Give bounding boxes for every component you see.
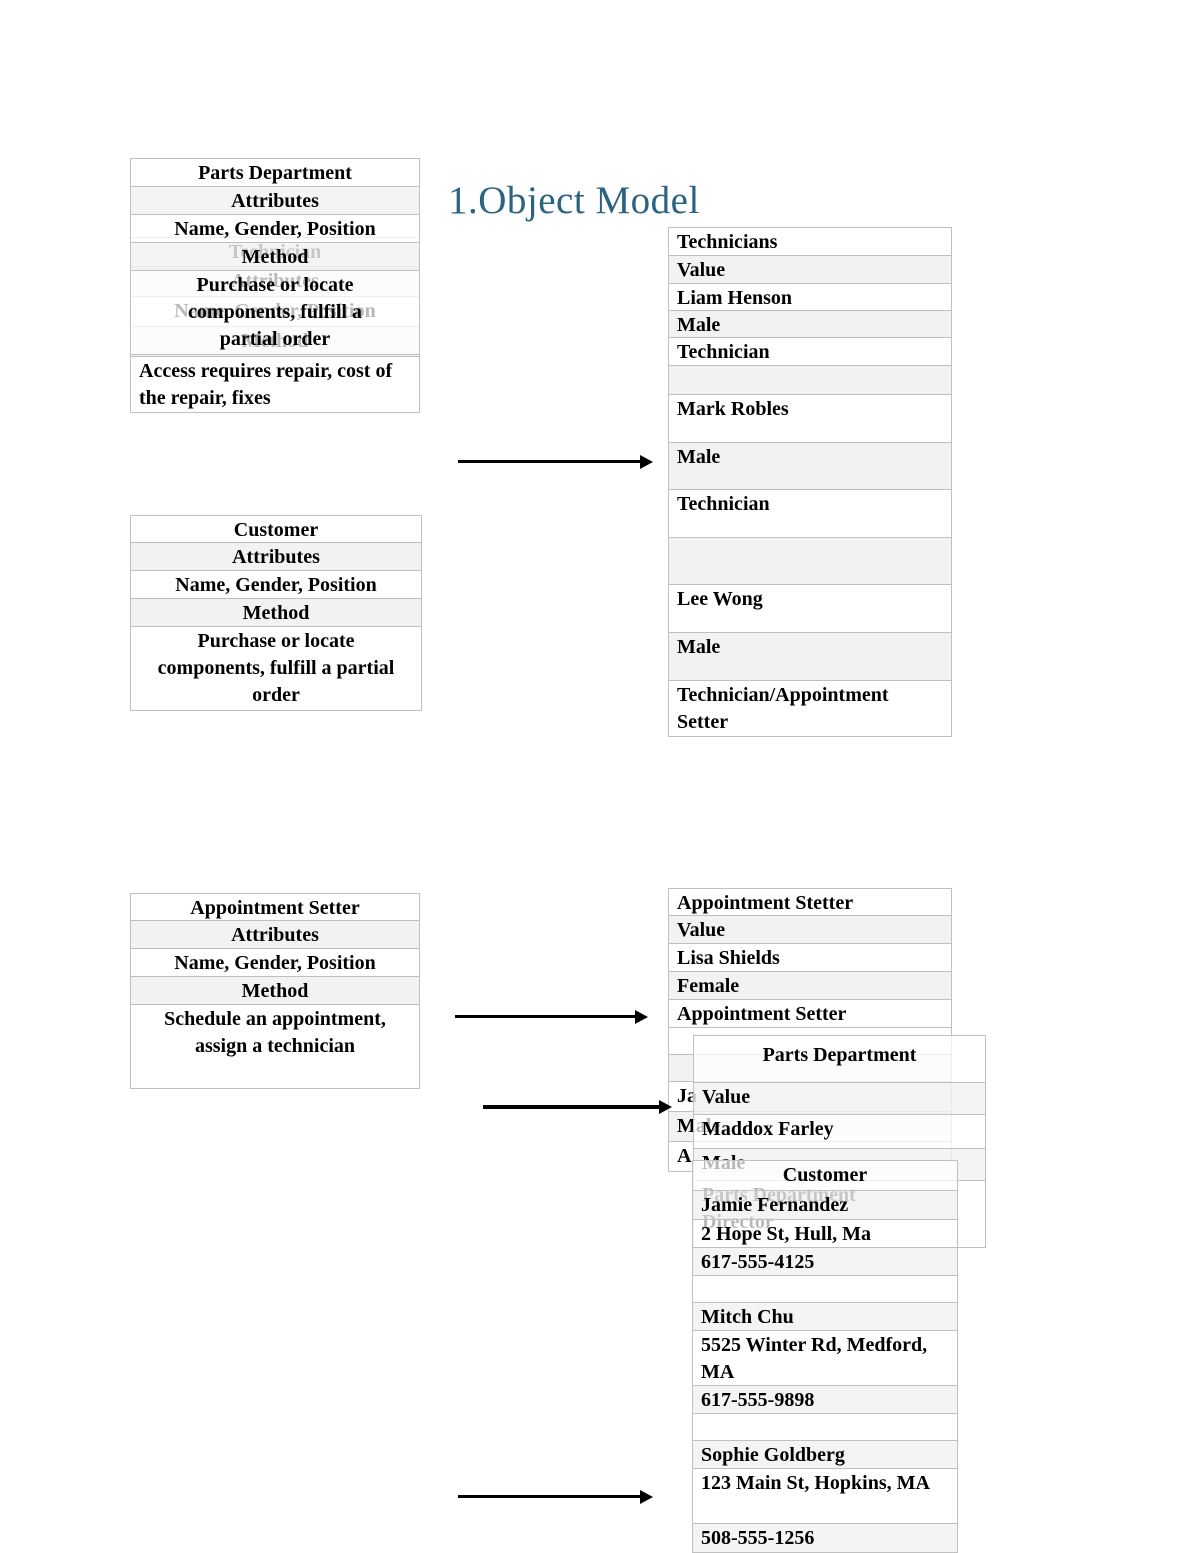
table-row bbox=[668, 366, 952, 395]
customer-class-table: Customer Attributes Name, Gender, Positi… bbox=[130, 515, 422, 711]
table-row: 2 Hope St, Hull, Ma bbox=[692, 1220, 958, 1248]
table-row: Purchase or locate components, fulfill a… bbox=[130, 627, 422, 711]
table-row: Technician bbox=[668, 490, 952, 538]
table-row: Schedule an appointment, assign a techni… bbox=[130, 1005, 420, 1089]
table-row: Technician/Appointment Setter bbox=[668, 681, 952, 737]
table-row: Mitch Chu bbox=[692, 1303, 958, 1331]
parts-department-class-table: Parts Department Attributes Name, Gender… bbox=[130, 158, 420, 355]
table-row: 123 Main St, Hopkins, MA bbox=[692, 1469, 958, 1524]
table-header: Parts Department bbox=[130, 158, 420, 187]
table-row: 617-555-9898 bbox=[692, 1386, 958, 1414]
table-row: Method bbox=[130, 243, 420, 271]
arrow-to-customer-values-icon bbox=[458, 1495, 640, 1498]
arrow-to-parts-department-values-icon bbox=[483, 1105, 659, 1109]
table-row: Value bbox=[668, 256, 952, 284]
table-row: Mark Robles bbox=[668, 395, 952, 443]
table-row: Male bbox=[668, 311, 952, 338]
table-row: Jamie Fernandez bbox=[692, 1191, 958, 1220]
table-row: 508-555-1256 bbox=[692, 1524, 958, 1553]
table-row: Sophie Goldberg bbox=[692, 1441, 958, 1469]
table-row: Name, Gender, Position bbox=[130, 949, 420, 977]
table-row: Appointment Setter bbox=[668, 1000, 952, 1028]
table-row: Method bbox=[130, 599, 422, 627]
appointment-setter-class-table: Appointment Setter Attributes Name, Gend… bbox=[130, 893, 420, 1089]
table-row bbox=[692, 1276, 958, 1303]
table-row: Attributes bbox=[130, 187, 420, 215]
table-row: Purchase or locate components, fulfill a… bbox=[130, 271, 420, 355]
table-row: Value bbox=[668, 916, 952, 944]
table-row: Name, Gender, Position bbox=[130, 571, 422, 599]
table-header: Appointment Stetter bbox=[668, 888, 952, 916]
table-header: Technicians bbox=[668, 227, 952, 256]
table-row: Method bbox=[130, 977, 420, 1005]
arrow-setter-to-stetter-values-icon bbox=[455, 1015, 635, 1018]
table-row: Lisa Shields bbox=[668, 944, 952, 972]
table-header: Customer bbox=[692, 1160, 958, 1191]
table-header: Appointment Setter bbox=[130, 893, 420, 921]
table-row: Lee Wong bbox=[668, 585, 952, 633]
table-row: 617-555-4125 bbox=[692, 1248, 958, 1276]
table-row: Male bbox=[668, 633, 952, 681]
table-row bbox=[692, 1414, 958, 1441]
table-row: Value bbox=[693, 1083, 986, 1115]
table-row: 5525 Winter Rd, Medford, MA bbox=[692, 1331, 958, 1386]
table-header: Customer bbox=[130, 515, 422, 543]
table-row bbox=[668, 538, 952, 585]
arrow-technician-to-technicians-icon bbox=[458, 460, 640, 463]
table-row: Attributes bbox=[130, 921, 420, 949]
table-row: Attributes bbox=[130, 543, 422, 571]
page-title: 1.Object Model bbox=[448, 179, 700, 222]
table-row: Maddox Farley bbox=[693, 1115, 986, 1149]
table-header: Parts Department bbox=[693, 1035, 986, 1083]
table-row: Liam Henson bbox=[668, 284, 952, 311]
technicians-instance-table: Technicians Value Liam Henson Male Techn… bbox=[668, 227, 952, 737]
table-row: Access requires repair, cost of the repa… bbox=[130, 357, 420, 413]
table-row: Name, Gender, Position bbox=[130, 215, 420, 243]
table-row: Technician bbox=[668, 338, 952, 366]
table-row: Female bbox=[668, 972, 952, 1000]
table-row: Male bbox=[668, 443, 952, 490]
customer-instance-table: Customer Jamie Fernandez 2 Hope St, Hull… bbox=[692, 1160, 958, 1553]
